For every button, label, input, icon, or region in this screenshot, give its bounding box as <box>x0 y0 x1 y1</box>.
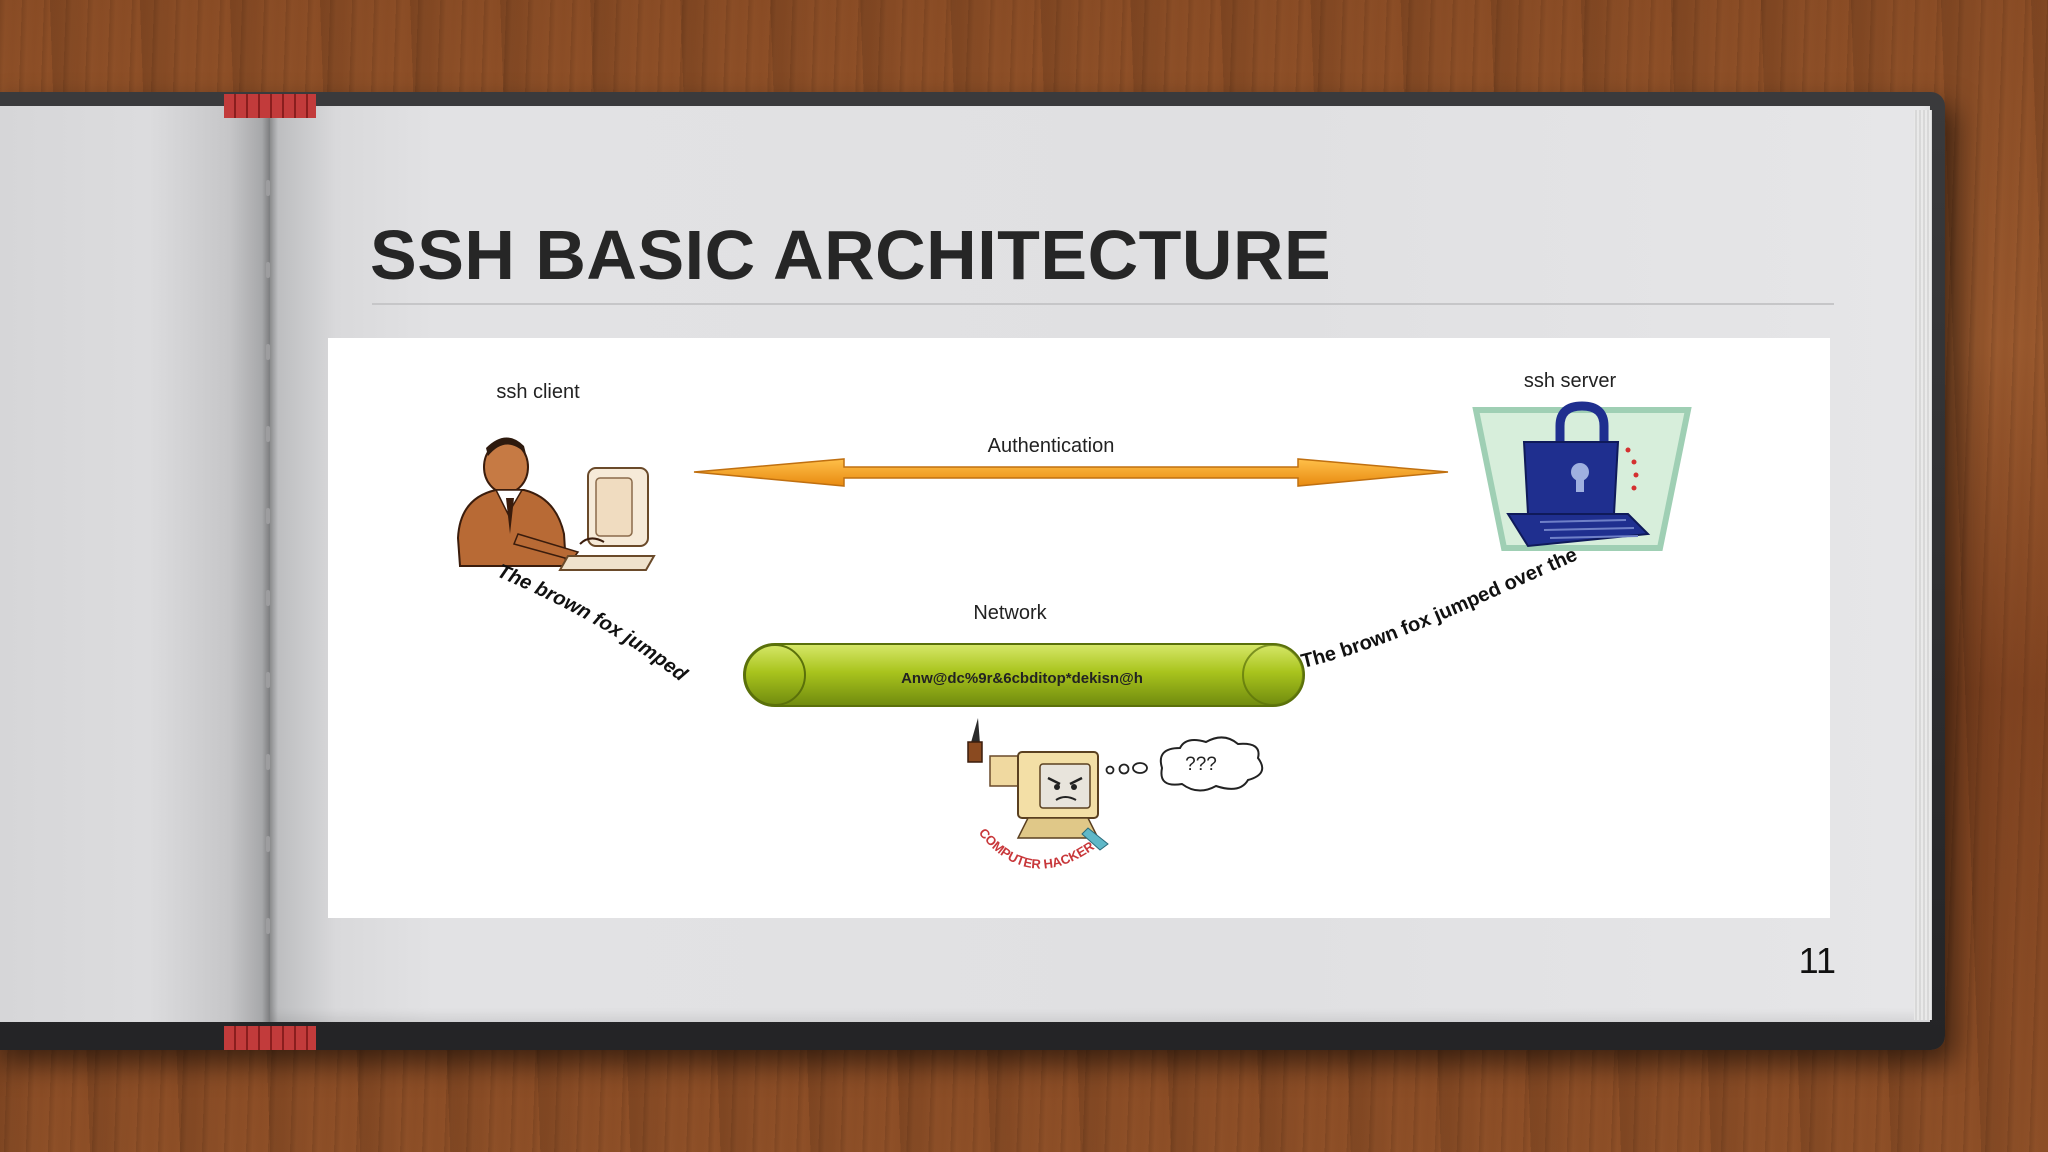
title-divider <box>372 303 1834 305</box>
binding-stitch <box>266 672 270 688</box>
binding-stitch <box>266 262 270 278</box>
ssh-server-label: ssh server <box>1524 370 1617 392</box>
bookmark-ribbon-top <box>224 94 316 118</box>
ssh-architecture-diagram: ssh client ssh server Authentication Net… <box>319 321 1830 918</box>
authentication-arrow <box>693 458 1449 487</box>
binding-stitch <box>266 426 270 442</box>
authentication-label: Authentication <box>988 435 1115 457</box>
bookmark-ribbon-bottom <box>224 1026 316 1050</box>
computer-hacker-icon <box>967 718 1109 851</box>
network-label: Network <box>973 602 1047 624</box>
ssh-client-label: ssh client <box>496 381 580 403</box>
binding-stitch <box>266 590 270 606</box>
diagram-canvas: ssh client ssh server Authentication Net… <box>319 321 1692 872</box>
binding-stitch <box>266 836 270 852</box>
ssh-server-lock-icon <box>1472 401 1692 551</box>
hacker-thought-bubble <box>1105 736 1264 792</box>
binding-stitch <box>266 918 270 934</box>
binding-stitch <box>266 508 270 524</box>
book-page-edges <box>1914 110 1932 1020</box>
slide-title: SSH BASIC ARCHITECTURE <box>370 216 1332 294</box>
binding-stitch <box>266 344 270 360</box>
ssh-client-user-icon <box>456 437 656 571</box>
ciphertext-label: Anw@dc%9r&6cbditop*dekisn@h <box>901 670 1143 687</box>
network-tunnel-tube <box>743 643 1305 707</box>
binding-stitch <box>266 180 270 196</box>
slide-page-number: 11 <box>1798 940 1836 981</box>
hacker-thought-text: ??? <box>1185 754 1217 775</box>
binding-stitch <box>266 754 270 770</box>
book-gutter <box>262 106 278 1022</box>
book-left-page <box>0 106 270 1022</box>
